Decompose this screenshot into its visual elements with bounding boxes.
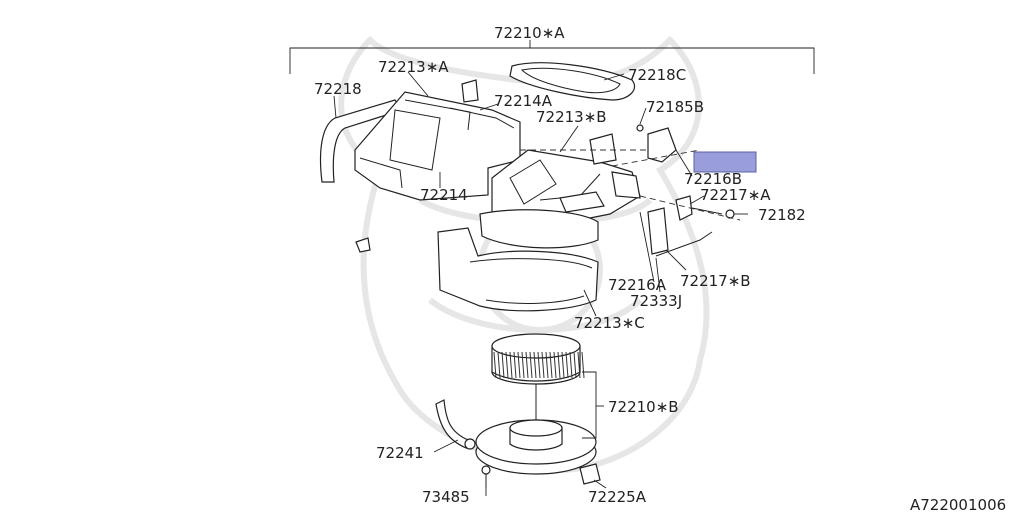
fan-fin (545, 351, 549, 379)
lower-case-part (437, 209, 599, 312)
label-72217a: 72217∗A (700, 186, 771, 204)
label-72214: 72214 (420, 186, 468, 204)
document-id: A722001006 (910, 496, 1006, 512)
label-72241: 72241 (376, 444, 424, 462)
fan-fin (497, 351, 501, 379)
fan-fin (577, 351, 581, 379)
label-72213a: 72213∗A (378, 58, 449, 76)
leader-lines (333, 71, 748, 496)
label-72213b: 72213∗B (536, 108, 607, 126)
upper-case-part (354, 79, 521, 201)
alignment-lines (520, 149, 741, 221)
fan-fin (565, 351, 569, 379)
fan-fin (525, 351, 529, 379)
motor-part (475, 384, 597, 475)
label-72225a: 72225A (588, 488, 647, 506)
fan-fin (513, 351, 517, 379)
fan-fin (581, 351, 585, 379)
fan-fin (533, 351, 537, 379)
fan-fin (541, 351, 545, 379)
label-72333j: 72333J (630, 292, 682, 310)
fan-wheel-part (491, 333, 585, 385)
actuator-part (636, 124, 677, 163)
label-72216b: 72216B (684, 170, 742, 188)
label-72185b: 72185B (646, 98, 704, 116)
assembly-a-bracket (289, 40, 815, 74)
label-72210a: 72210∗A (494, 24, 565, 42)
fan-fin (493, 351, 497, 379)
part-labels: 72210∗A 72213∗A 72218 72218C 72214A 7218… (314, 24, 1006, 514)
resistor-part (579, 463, 601, 485)
fan-fin (509, 351, 513, 379)
fan-fin (529, 351, 533, 379)
label-72213c: 72213∗C (574, 314, 645, 332)
fan-fin (573, 351, 577, 379)
highlight-box[interactable] (693, 151, 757, 173)
hose-part (435, 399, 476, 450)
label-72182: 72182 (758, 206, 806, 224)
fan-fin (537, 351, 541, 379)
label-72217b: 72217∗B (680, 272, 751, 290)
fan-fin (549, 351, 553, 379)
label-72216a: 72216A (608, 276, 667, 294)
fan-fin (505, 351, 509, 379)
fan-fin (517, 351, 521, 379)
label-72210b: 72210∗B (608, 398, 679, 416)
seal-ring-part (509, 62, 636, 101)
small-clip-part (355, 237, 371, 253)
fan-fin (521, 351, 525, 379)
label-73485: 73485 (422, 488, 470, 506)
label-72218c: 72218C (628, 66, 686, 84)
fan-fin (561, 351, 565, 379)
bolt-part (481, 465, 491, 488)
fan-fin (557, 351, 561, 379)
fan-fin (569, 351, 573, 379)
label-72218: 72218 (314, 80, 362, 98)
label-72214a: 72214A (494, 92, 553, 110)
fan-fin (553, 351, 557, 379)
fan-fin (501, 351, 505, 379)
